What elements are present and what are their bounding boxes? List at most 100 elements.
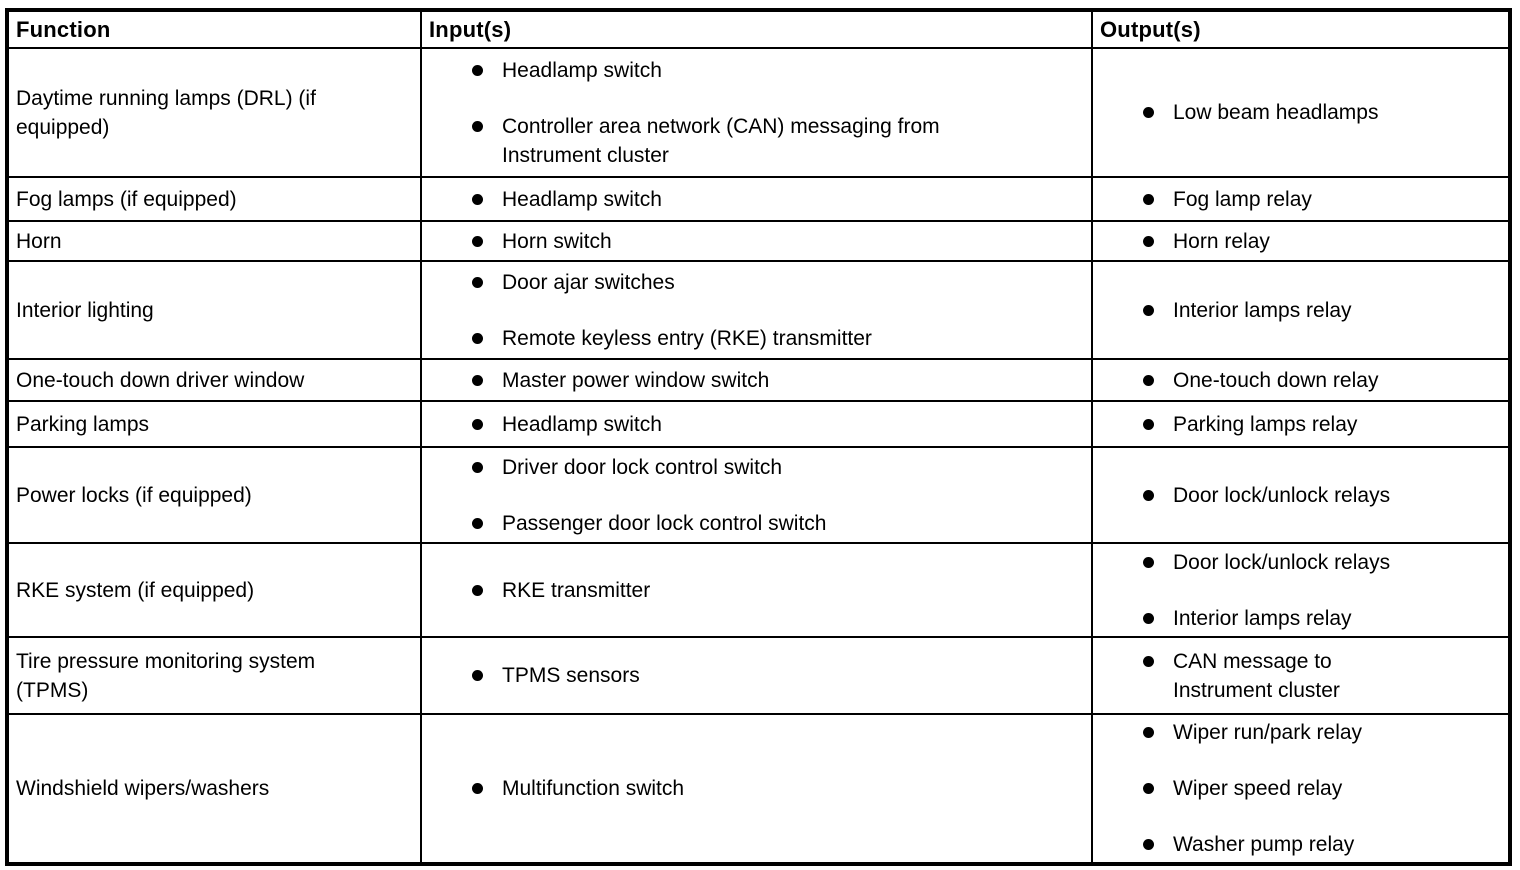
bullet-item: Interior lamps relay	[1143, 604, 1498, 633]
bullet-item-label: Headlamp switch	[502, 187, 662, 211]
bullet-item-label: Headlamp switch	[502, 58, 662, 82]
bullet-item-label: Washer pump relay	[1173, 833, 1355, 856]
bullet-item: Parking lamps relay	[1143, 410, 1498, 439]
bullet-item: Horn switch	[472, 227, 1081, 256]
bullet-item-label: Master power window switch	[502, 368, 770, 392]
bullet-item-label: Horn switch	[502, 229, 612, 253]
function-input-output-table: Function Input(s) Output(s) Daytime runn…	[5, 8, 1512, 866]
bullet-item: One-touch down relay	[1143, 366, 1498, 395]
inputs-bullet-list: Headlamp switch	[422, 185, 1091, 214]
bullet-item: CAN message to Instrument cluster	[1143, 647, 1498, 705]
bullet-item-label: Door lock/unlock relays	[1173, 550, 1391, 574]
bullet-icon	[472, 670, 483, 681]
bullet-icon	[472, 64, 483, 76]
outputs-bullet-list: Parking lamps relay	[1093, 410, 1508, 439]
bullet-item-label: Wiper run/park relay	[1173, 721, 1363, 744]
outputs-cell: One-touch down relay	[1091, 358, 1511, 402]
column-header-outputs: Output(s)	[1091, 9, 1511, 49]
outputs-cell: Low beam headlamps	[1091, 47, 1511, 178]
bullet-icon	[1143, 612, 1154, 624]
table-row: One-touch down driver window Master power…	[6, 358, 1511, 402]
bullet-item-label: Wiper speed relay	[1173, 777, 1343, 800]
bullet-item: Headlamp switch	[472, 410, 1081, 439]
bullet-item-label: Door lock/unlock relays	[1173, 483, 1391, 507]
bullet-icon	[1143, 556, 1154, 568]
bullet-item: RKE transmitter	[472, 576, 1081, 605]
bullet-item-label: Low beam headlamps	[1173, 101, 1379, 124]
bullet-icon	[1143, 193, 1154, 205]
bullet-item: Wiper run/park relay	[1143, 718, 1498, 747]
bullet-item: Remote keyless entry (RKE) transmitter	[472, 324, 1081, 353]
bullet-item: Passenger door lock control switch	[472, 509, 1081, 538]
table-row: Tire pressure monitoring system (TPMS)TP…	[6, 636, 1511, 715]
bullet-item-label: CAN message to Instrument cluster	[1173, 649, 1340, 702]
bullet-item-label: Remote keyless entry (RKE) transmitter	[502, 326, 872, 350]
bullet-item: Fog lamp relay	[1143, 185, 1498, 214]
bullet-icon	[472, 584, 483, 596]
bullet-item-label: Horn relay	[1173, 229, 1270, 253]
bullet-item: Interior lamps relay	[1143, 296, 1498, 325]
header-row: Function Input(s) Output(s)	[6, 9, 1511, 49]
inputs-cell: RKE transmitter	[420, 542, 1093, 638]
bullet-item-label: TPMS sensors	[502, 664, 640, 687]
table-row: Fog lamps (if equipped) Headlamp switch Fo…	[6, 176, 1511, 222]
bullet-icon	[1143, 655, 1154, 667]
bullet-item: Low beam headlamps	[1143, 98, 1498, 127]
inputs-bullet-list: TPMS sensors	[422, 661, 1091, 690]
bullet-icon	[472, 517, 483, 529]
bullet-icon	[1143, 418, 1154, 430]
bullet-icon	[472, 783, 483, 794]
bullet-item: Headlamp switch	[472, 56, 1081, 85]
outputs-cell: Fog lamp relay	[1091, 176, 1511, 222]
bullet-icon	[1143, 839, 1154, 850]
column-header-inputs: Input(s)	[420, 9, 1093, 49]
inputs-cell: TPMS sensors	[420, 636, 1093, 715]
outputs-cell: Door lock/unlock relays	[1091, 446, 1511, 544]
bullet-item-label: Door ajar switches	[502, 270, 675, 294]
table-header: Function Input(s) Output(s)	[6, 9, 1511, 49]
inputs-cell: Master power window switch	[420, 358, 1093, 402]
inputs-bullet-list: Horn switch	[422, 227, 1091, 256]
bullet-icon	[1143, 304, 1154, 316]
bullet-item-label: One-touch down relay	[1173, 368, 1379, 392]
outputs-cell: Parking lamps relay	[1091, 400, 1511, 448]
bullet-item: Washer pump relay	[1143, 830, 1498, 859]
inputs-bullet-list: Master power window switch	[422, 366, 1091, 395]
column-header-function: Function	[6, 9, 422, 49]
bullet-item: Door lock/unlock relays	[1143, 548, 1498, 577]
inputs-cell: Horn switch	[420, 220, 1093, 262]
table-row: RKE system (if equipped) RKE transmitter D…	[6, 542, 1511, 638]
function-cell: Parking lamps	[6, 400, 422, 448]
outputs-bullet-list: Horn relay	[1093, 227, 1508, 256]
outputs-cell: Horn relay	[1091, 220, 1511, 262]
bullet-item: Door lock/unlock relays	[1143, 481, 1498, 510]
bullet-icon	[1143, 235, 1154, 247]
bullet-icon	[1143, 374, 1154, 386]
bullet-item: Controller area network (CAN) messaging …	[472, 112, 1081, 170]
bullet-icon	[472, 418, 483, 430]
bullet-item: Horn relay	[1143, 227, 1498, 256]
bullet-item-label: Passenger door lock control switch	[502, 511, 827, 535]
bullet-item-label: RKE transmitter	[502, 578, 651, 602]
function-cell: One-touch down driver window	[6, 358, 422, 402]
table-row: Daytime running lamps (DRL) (if equipped…	[6, 47, 1511, 178]
outputs-bullet-list: Fog lamp relay	[1093, 185, 1508, 214]
bullet-icon	[472, 332, 483, 344]
bullet-item: Multifunction switch	[472, 774, 1081, 803]
function-cell: RKE system (if equipped)	[6, 542, 422, 638]
function-cell: Fog lamps (if equipped)	[6, 176, 422, 222]
bullet-icon	[472, 374, 483, 386]
bullet-icon	[1143, 107, 1154, 118]
table-row: Power locks (if equipped)Driver door loc…	[6, 446, 1511, 544]
